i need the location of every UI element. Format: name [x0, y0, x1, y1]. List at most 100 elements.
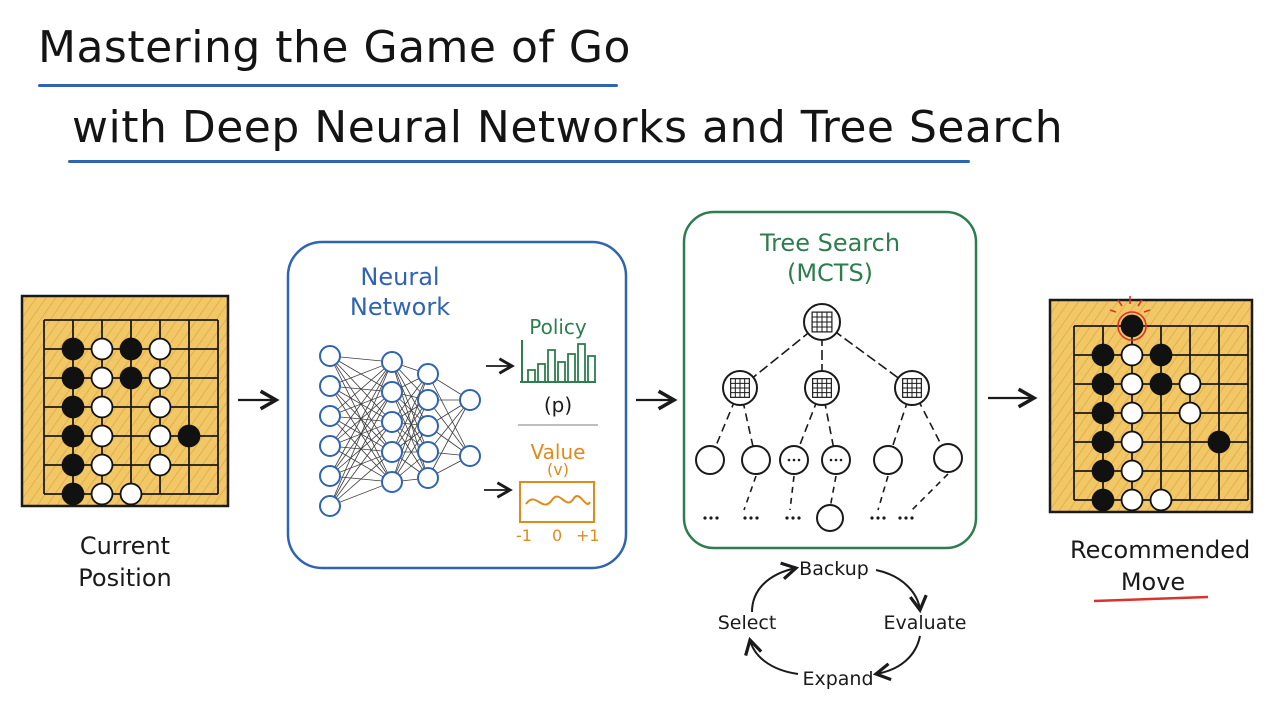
black-stone	[119, 366, 143, 390]
policy-symbol: (p)	[543, 393, 573, 417]
black-stone	[61, 424, 85, 448]
ellipsis-dot	[709, 516, 713, 520]
tree-leaf-node	[873, 445, 903, 475]
ellipsis-dot	[839, 458, 843, 462]
ellipsis-dot	[715, 516, 719, 520]
black-stone	[61, 453, 85, 477]
nn-node	[319, 465, 341, 487]
black-stone	[1091, 430, 1115, 454]
white-stone	[90, 424, 114, 448]
white-stone	[90, 337, 114, 361]
current-position-label: Current Position	[78, 532, 172, 592]
nn-node	[319, 345, 341, 367]
white-stone	[1178, 401, 1202, 425]
nn-node	[417, 441, 439, 463]
white-stone	[1178, 372, 1202, 396]
white-stone	[148, 337, 172, 361]
white-stone	[1120, 343, 1144, 367]
nn-node	[417, 363, 439, 385]
white-stone	[1120, 459, 1144, 483]
value-plot-box	[519, 481, 595, 523]
white-stone	[119, 482, 143, 506]
white-stone	[148, 366, 172, 390]
nn-node	[459, 445, 481, 467]
ellipsis-dot	[834, 458, 838, 462]
black-stone	[1091, 372, 1115, 396]
white-stone	[148, 395, 172, 419]
ellipsis-dot	[910, 516, 914, 520]
title-underline-1	[38, 84, 618, 87]
ellipsis-dot	[791, 516, 795, 520]
title-underline-2	[68, 160, 970, 163]
tree-leaf-node	[741, 445, 771, 475]
value-tick-neg: -1	[516, 526, 532, 545]
white-stone	[90, 482, 114, 506]
tree-expanded-node	[816, 504, 844, 532]
current-board	[20, 294, 230, 508]
ellipsis-dot	[797, 516, 801, 520]
white-stone	[1149, 488, 1173, 512]
recommended-underline	[1093, 595, 1209, 603]
recommended-move-highlight	[1117, 311, 1147, 341]
black-stone	[1091, 401, 1115, 425]
black-stone	[61, 395, 85, 419]
value-curve	[525, 495, 591, 506]
title-line-2: with Deep Neural Networks and Tree Searc…	[72, 102, 1064, 153]
value-symbol: (v)	[547, 460, 569, 479]
nn-node	[417, 467, 439, 489]
ellipsis-dot	[787, 458, 791, 462]
nn-node	[381, 381, 403, 403]
white-stone	[1120, 372, 1144, 396]
cycle-backup: Backup	[799, 558, 869, 580]
value-tick-zero: 0	[552, 526, 563, 545]
white-stone	[148, 453, 172, 477]
tree-leaf-node	[695, 445, 725, 475]
black-stone	[61, 482, 85, 506]
value-tick-pos: +1	[576, 526, 600, 545]
policy-label: Policy	[529, 315, 587, 339]
ellipsis-dot	[904, 516, 908, 520]
ellipsis-dot	[870, 516, 874, 520]
ellipsis-dot	[755, 516, 759, 520]
black-stone	[1149, 372, 1173, 396]
black-stone	[1207, 430, 1231, 454]
value-label: Value	[530, 440, 586, 464]
black-stone	[1091, 488, 1115, 512]
ellipsis-dot	[898, 516, 902, 520]
ellipsis-dot	[797, 458, 801, 462]
nn-node	[381, 441, 403, 463]
neural-network-panel	[286, 240, 628, 570]
ellipsis-dot	[743, 516, 747, 520]
cycle-evaluate: Evaluate	[883, 612, 967, 634]
nn-node	[381, 351, 403, 373]
tree-search-title: Tree Search (MCTS)	[759, 229, 901, 287]
title-line-1: Mastering the Game of Go	[38, 22, 631, 73]
nn-node	[417, 415, 439, 437]
white-stone	[1120, 430, 1144, 454]
highlight-rays	[1109, 296, 1151, 313]
nn-node	[319, 375, 341, 397]
nn-node	[381, 471, 403, 493]
ellipsis-dot	[882, 516, 886, 520]
ellipsis-dot	[876, 516, 880, 520]
white-stone	[90, 366, 114, 390]
black-stone	[119, 337, 143, 361]
recommended-move-label: Recommended Move	[1070, 536, 1251, 596]
nn-node	[381, 411, 403, 433]
nn-node	[319, 435, 341, 457]
black-stone	[177, 424, 201, 448]
black-stone	[1091, 343, 1115, 367]
ellipsis-dot	[792, 458, 796, 462]
white-stone	[1120, 401, 1144, 425]
black-stone	[1091, 459, 1115, 483]
white-stone	[148, 424, 172, 448]
cycle-select: Select	[717, 612, 777, 634]
black-stone	[61, 366, 85, 390]
white-stone	[1120, 488, 1144, 512]
nn-node	[319, 495, 341, 517]
white-stone	[90, 395, 114, 419]
recommended-board	[1048, 296, 1254, 514]
white-stone	[90, 453, 114, 477]
neural-network-title: Neural Network	[349, 263, 451, 321]
mcts-cycle	[744, 561, 928, 682]
